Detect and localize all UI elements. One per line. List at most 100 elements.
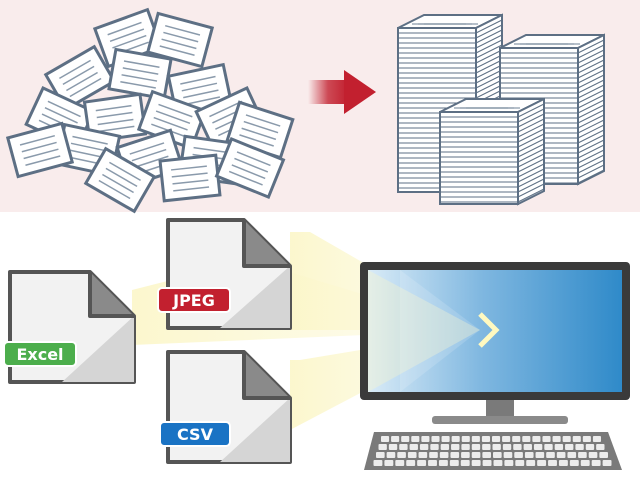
keyboard-key	[493, 460, 503, 466]
excel-label-text: Excel	[16, 345, 63, 364]
keyboard-key	[533, 444, 543, 450]
keyboard-key	[565, 444, 574, 450]
keyboard-key	[450, 452, 460, 458]
keyboard-key	[523, 444, 532, 450]
keyboard-key	[430, 444, 439, 450]
keyboard-key	[592, 436, 601, 442]
keyboard-key	[401, 436, 410, 442]
keyboard-key	[503, 452, 513, 458]
keyboard-key	[580, 460, 590, 466]
keyboard-key	[471, 444, 481, 450]
keyboard-key	[373, 460, 383, 466]
keyboard-key	[556, 452, 566, 458]
arrow-right-icon	[308, 70, 376, 114]
keyboard-key	[482, 444, 491, 450]
paper-sheet	[145, 11, 215, 69]
keyboard-key	[407, 452, 417, 458]
keyboard-key	[471, 436, 480, 442]
keyboard-key	[588, 452, 598, 458]
monitor-icon	[360, 262, 630, 424]
keyboard-key	[585, 444, 595, 450]
keyboard-key	[552, 436, 561, 442]
scattered-papers-icon	[5, 7, 295, 214]
csv-label: CSV	[159, 421, 231, 447]
keyboard-key	[575, 444, 584, 450]
paper-sheet	[43, 44, 117, 112]
keyboard-key	[460, 460, 470, 466]
keyboard-key	[417, 460, 427, 466]
excel-label: Excel	[3, 341, 77, 367]
keyboard-key	[569, 460, 579, 466]
keyboard-key	[397, 452, 406, 458]
keyboard-key	[461, 436, 470, 442]
keyboard-key	[548, 460, 557, 466]
keyboard-key	[578, 452, 587, 458]
paper-stack	[439, 97, 545, 206]
keyboard-key	[512, 436, 521, 442]
keyboard-key	[558, 460, 568, 466]
keyboard-key	[411, 436, 420, 442]
keyboard-key	[409, 444, 418, 450]
keyboard-key	[542, 436, 551, 442]
keyboard-key	[381, 436, 390, 442]
paper-sheet	[214, 137, 286, 199]
keyboard-icon	[364, 432, 622, 470]
keyboard-key	[378, 444, 387, 450]
keyboard-key	[493, 452, 502, 458]
keyboard-key	[441, 436, 450, 442]
keyboard-key	[376, 452, 385, 458]
keyboard-key	[391, 436, 400, 442]
paper-sheet	[5, 121, 75, 179]
keyboard-key	[421, 436, 430, 442]
keyboard-key	[461, 452, 470, 458]
keyboard-key	[526, 460, 536, 466]
keyboard-key	[514, 452, 523, 458]
keyboard-key	[384, 460, 394, 466]
keyboard-key	[395, 460, 405, 466]
keyboard-key	[482, 460, 492, 466]
keyboard-key	[554, 444, 564, 450]
paper-sheet	[158, 153, 222, 203]
keyboard-key	[471, 460, 481, 466]
keyboard-key	[419, 444, 429, 450]
keyboard-key	[471, 452, 481, 458]
keyboard-key	[524, 452, 534, 458]
keyboard-key	[591, 460, 601, 466]
keyboard-key	[502, 444, 512, 450]
keyboard-key	[599, 452, 608, 458]
keyboard-key	[582, 436, 591, 442]
csv-label-text: CSV	[177, 425, 214, 444]
keyboard-key	[439, 452, 449, 458]
keyboard-key	[429, 452, 438, 458]
keyboard-key	[532, 436, 541, 442]
keyboard-key	[513, 444, 522, 450]
keyboard-key	[451, 444, 460, 450]
chevron-right-icon	[478, 312, 500, 348]
keyboard-key	[537, 460, 547, 466]
keyboard-key	[406, 460, 416, 466]
keyboard-key	[602, 460, 612, 466]
keyboard-key	[522, 436, 531, 442]
keyboard-key	[572, 436, 581, 442]
jpeg-label-text: JPEG	[172, 291, 215, 310]
keyboard-key	[438, 460, 448, 466]
keyboard-key	[567, 452, 577, 458]
paper-sheet	[107, 47, 173, 101]
paper-sheet	[83, 146, 157, 214]
keyboard-key	[428, 460, 437, 466]
keyboard-key	[399, 444, 408, 450]
keyboard-key	[481, 436, 490, 442]
keyboard-key	[418, 452, 428, 458]
paper-stacks-icon	[397, 13, 605, 206]
keyboard-key	[461, 444, 470, 450]
keyboard-key	[451, 436, 460, 442]
keyboard-key	[492, 436, 501, 442]
keyboard-key	[449, 460, 459, 466]
keyboard-key	[440, 444, 450, 450]
jpeg-label: JPEG	[157, 287, 231, 313]
keyboard-key	[492, 444, 501, 450]
keyboard-key	[546, 452, 555, 458]
keyboard-key	[562, 436, 571, 442]
paper-sheet	[92, 7, 164, 69]
